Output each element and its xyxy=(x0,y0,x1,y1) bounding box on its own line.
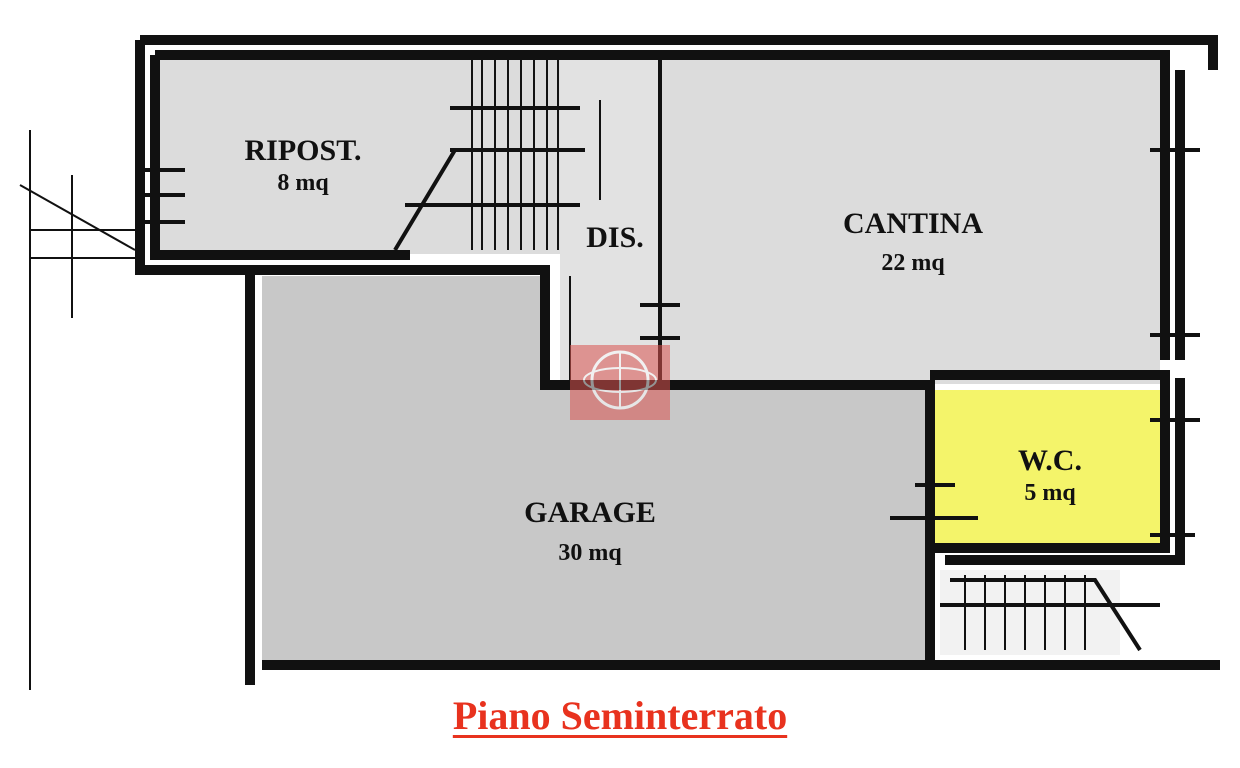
cantina-room xyxy=(660,58,1160,384)
cantina-label: CANTINA xyxy=(843,207,983,240)
staircase-lower xyxy=(940,575,1160,652)
door-marks xyxy=(135,148,1200,537)
staircase-upper xyxy=(393,58,601,252)
agency-logo xyxy=(570,345,670,420)
ripost-label: RIPOST. xyxy=(245,134,362,167)
ripost-area: 8 mq xyxy=(277,170,329,196)
cantina-area: 22 mq xyxy=(881,250,945,276)
floor-title: Piano Seminterrato xyxy=(452,693,788,738)
dis-corridor xyxy=(560,58,660,388)
garage-label: GARAGE xyxy=(524,496,656,529)
dis-label: DIS. xyxy=(586,221,644,254)
wc-label: W.C. xyxy=(1018,444,1082,477)
garage-area: 30 mq xyxy=(558,540,622,566)
stair-landing-bottom xyxy=(940,570,1120,655)
wc-area: 5 mq xyxy=(1024,480,1076,506)
garage-room xyxy=(262,276,935,660)
floor-plan: RIPOST. 8 mq DIS. CANTINA 22 mq W.C. 5 m… xyxy=(19,35,1220,690)
ripost-room xyxy=(160,58,580,254)
wc-room xyxy=(935,390,1160,548)
